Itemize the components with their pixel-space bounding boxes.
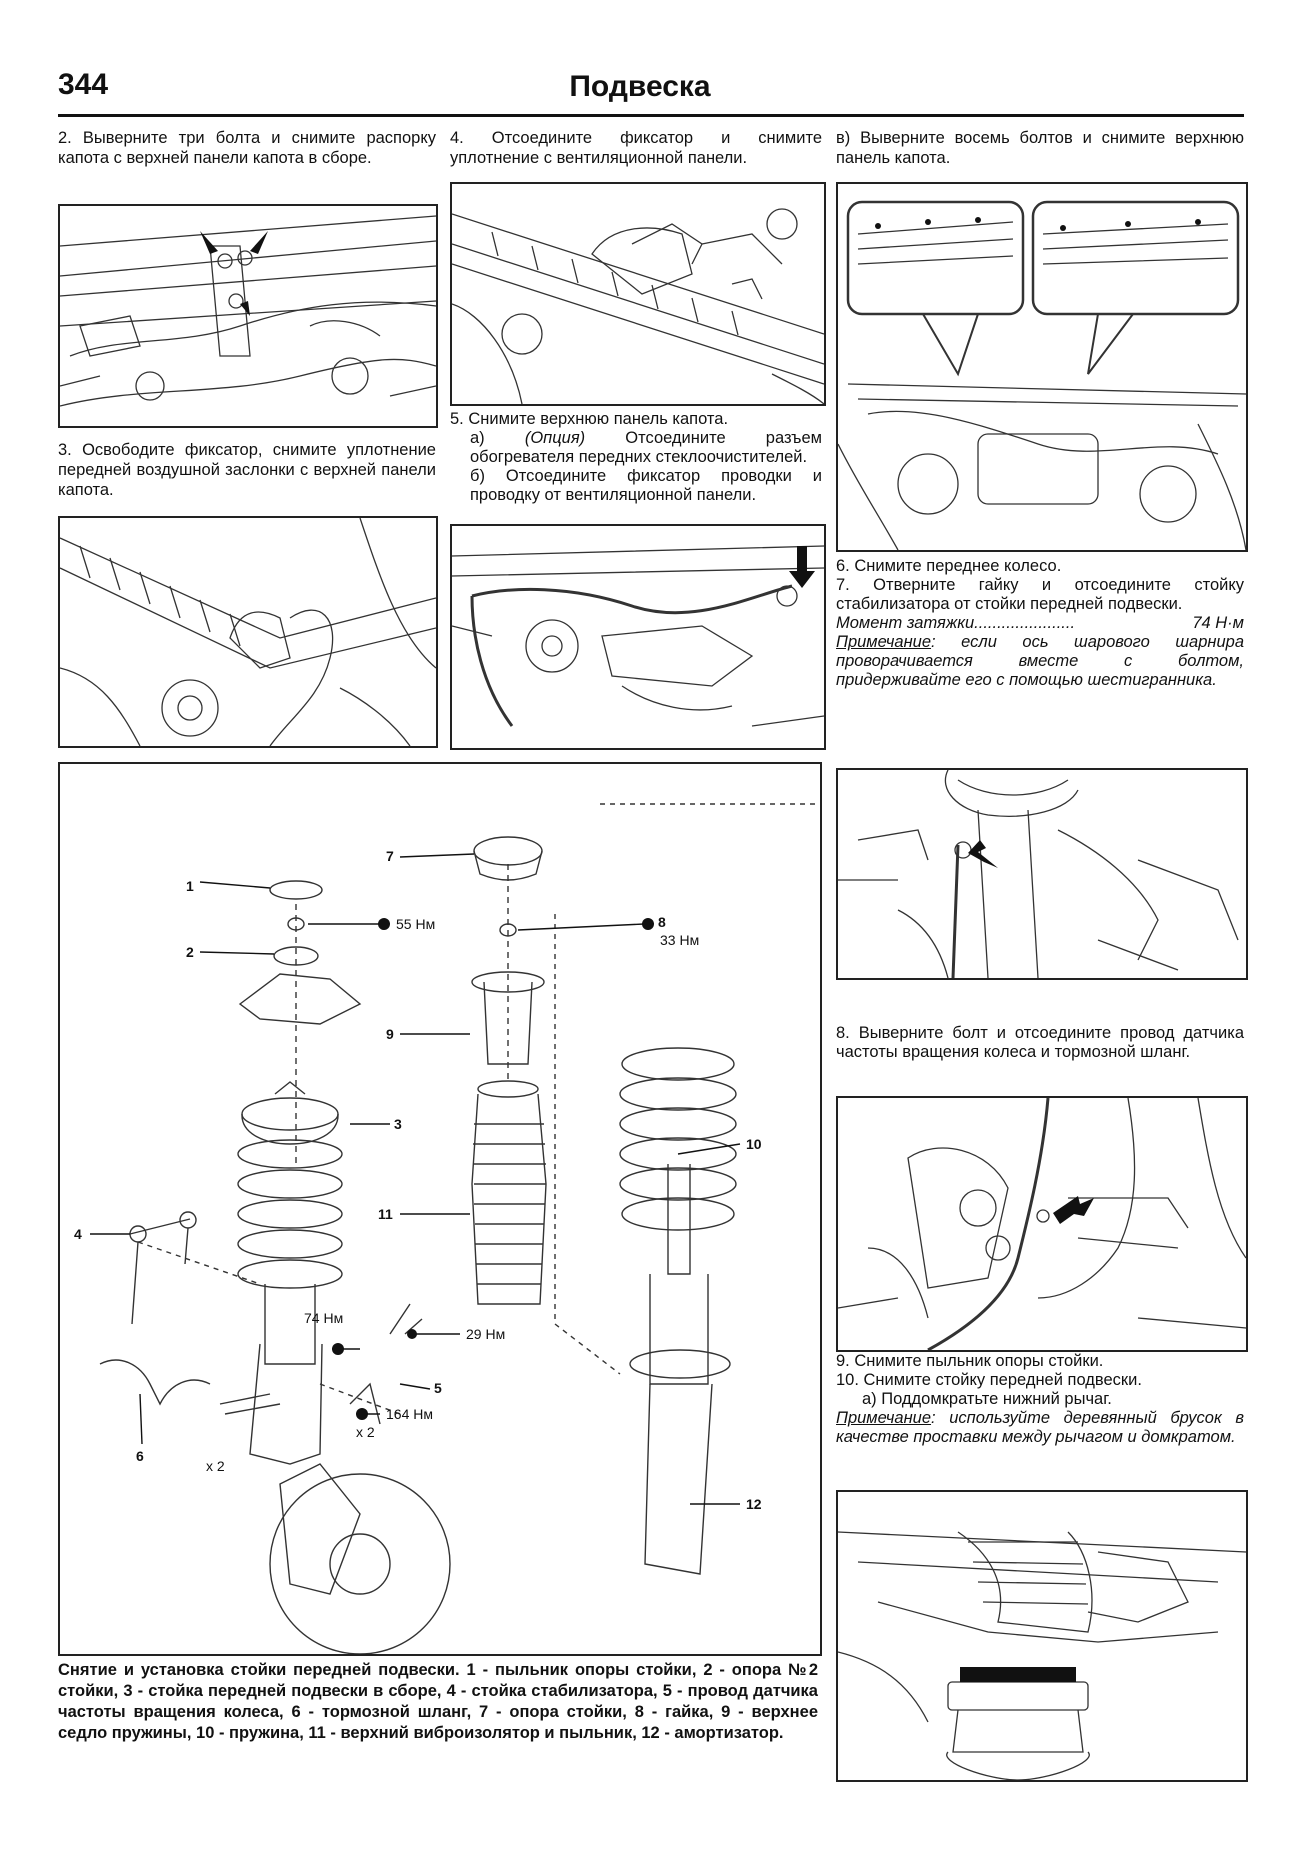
figure-hood-upper-panel-bolts bbox=[836, 182, 1248, 552]
part-1-dust-cover bbox=[269, 880, 323, 900]
label-12: 12 bbox=[746, 1496, 762, 1512]
label-7: 7 bbox=[386, 848, 394, 864]
figure-caption: Снятие и установка стойки передней подве… bbox=[58, 1661, 818, 1742]
figure-ventilation-panel-seal bbox=[450, 182, 826, 406]
label-3: 3 bbox=[394, 1116, 402, 1132]
torque-55: 55 Нм bbox=[396, 916, 436, 932]
figure-hood-brace bbox=[58, 204, 438, 428]
label-5: 5 bbox=[434, 1380, 442, 1396]
figure-speed-sensor-wire bbox=[836, 1096, 1248, 1352]
figure-jack-lower-arm bbox=[836, 1490, 1248, 1782]
label-10: 10 bbox=[746, 1136, 762, 1152]
step-8-text: 8. Выверните болт и отсоедините провод д… bbox=[836, 1024, 1244, 1061]
step-9-text: 9. Снимите пыльник опоры стойки. bbox=[836, 1352, 1104, 1370]
figure-air-damper-seal-drawing bbox=[60, 518, 436, 746]
step-4-text: 4. Отсоедините фиксатор и снимите уплотн… bbox=[450, 129, 822, 167]
page-title-text: Подвеска bbox=[569, 70, 711, 103]
figure-wiring-harness bbox=[450, 524, 826, 750]
step-5-text: 5. Снимите верхнюю панель капота. bbox=[450, 410, 729, 428]
strut-exploded-drawing bbox=[90, 803, 820, 1654]
torque-29: 29 Нм bbox=[466, 1326, 506, 1342]
figure-hood-brace-drawing bbox=[60, 215, 436, 407]
step-5a-option: (Опция) bbox=[524, 429, 586, 447]
page-title: Подвеска bbox=[0, 70, 1300, 104]
figure-wiring-harness-drawing bbox=[452, 545, 824, 727]
multiplier-lower: x 2 bbox=[206, 1458, 225, 1474]
step-10-text: 10. Снимите стойку передней подвески. bbox=[836, 1371, 1142, 1389]
page-number: 344 bbox=[58, 68, 109, 101]
step-2-text: 2. Выверните три болта и снимите распорк… bbox=[58, 129, 436, 167]
note-text: Примечание: если ось шарового шарнира пр… bbox=[836, 633, 1244, 690]
figure-stabilizer-link bbox=[836, 768, 1248, 980]
step-3-text: 3. Освободите фиксатор, снимите уплотнен… bbox=[58, 441, 436, 499]
step-5a-text: а) (Опция) Отсоедините разъем обогревате… bbox=[450, 429, 822, 467]
torque-74: 74 Нм bbox=[304, 1310, 344, 1326]
figure-hood-upper-panel-bolts-drawing bbox=[838, 200, 1246, 550]
step-5-block: 5. Снимите верхнюю панель капота. а) (Оп… bbox=[450, 410, 822, 505]
figure-jack-lower-arm-drawing bbox=[838, 1531, 1246, 1780]
steps-6-7-block: 6. Снимите переднее колесо. 7. Отверните… bbox=[836, 557, 1244, 690]
note2-body: : используйте деревянный брусок в качест… bbox=[836, 1409, 1244, 1446]
label-11: 11 bbox=[378, 1206, 393, 1222]
step-5a-prefix: а) bbox=[470, 429, 525, 447]
figure-speed-sensor-wire-drawing bbox=[838, 1098, 1246, 1350]
label-1: 1 bbox=[186, 878, 194, 894]
figure-air-damper-seal bbox=[58, 516, 438, 748]
label-4: 4 bbox=[74, 1226, 82, 1242]
note2-text: Примечание: используйте деревянный брусо… bbox=[836, 1409, 1244, 1447]
steps-9-10-block: 9. Снимите пыльник опоры стойки. 10. Сни… bbox=[836, 1352, 1244, 1447]
figure-stabilizer-link-drawing bbox=[838, 770, 1239, 978]
step-5v-text: в) Выверните восемь болтов и снимите вер… bbox=[836, 129, 1244, 167]
step-7-text: 7. Отверните гайку и отсоедините стойку … bbox=[836, 576, 1244, 613]
torque-spec: Момент затяжки ...................... 74… bbox=[836, 614, 1244, 633]
header-rule bbox=[58, 114, 1244, 117]
step-10a-text: а) Поддомкратьте нижний рычаг. bbox=[862, 1390, 1112, 1408]
step-5a-body: Отсоедините разъем обогревателя передних… bbox=[470, 429, 822, 466]
note-body: : если ось шарового шарнира проворачивае… bbox=[836, 633, 1244, 689]
label-9: 9 bbox=[386, 1026, 394, 1042]
figure-ventilation-panel-seal-drawing bbox=[452, 208, 824, 404]
figure-front-strut-exploded: 1 2 3 4 5 6 7 8 9 10 11 12 55 Нм 33 Нм 7… bbox=[58, 762, 822, 1656]
multiplier-upper: x 2 bbox=[356, 1424, 375, 1440]
torque-label: Момент затяжки bbox=[836, 614, 975, 632]
torque-dots: ...................... bbox=[974, 614, 1076, 632]
torque-value: 74 Н·м bbox=[1192, 614, 1244, 632]
torque-164: 164 Нм bbox=[386, 1406, 433, 1422]
step-6-text: 6. Снимите переднее колесо. bbox=[836, 557, 1062, 575]
torque-33: 33 Нм bbox=[660, 932, 700, 948]
step-5b-text: б) Отсоедините фиксатор проводки и прово… bbox=[470, 467, 822, 504]
label-8: 8 bbox=[658, 914, 666, 930]
note2-label: Примечание bbox=[836, 1409, 932, 1427]
note-label: Примечание bbox=[836, 633, 932, 651]
label-2: 2 bbox=[186, 944, 194, 960]
label-6: 6 bbox=[136, 1448, 144, 1464]
